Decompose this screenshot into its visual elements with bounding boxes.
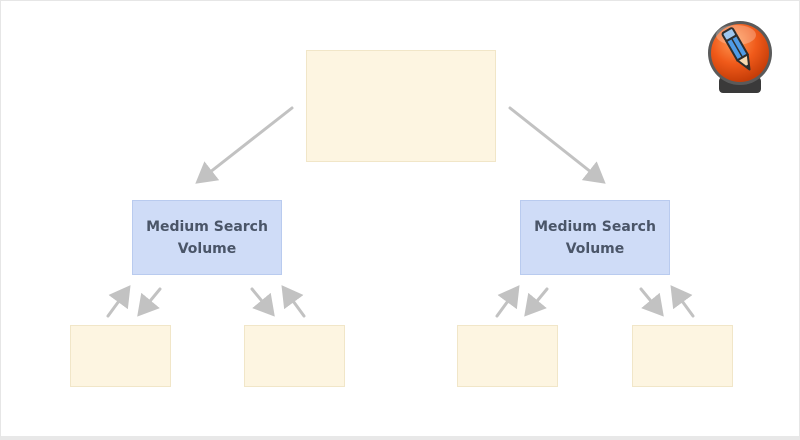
leaf-node-2 xyxy=(244,325,345,387)
root-node xyxy=(306,50,496,162)
pencil-badge-icon xyxy=(708,21,772,93)
leaf-node-1 xyxy=(70,325,171,387)
mid-right-node: Medium Search Volume xyxy=(520,200,670,275)
arrow-root-to-mid-right xyxy=(508,106,606,184)
arrow-leaf3-to-mid-right xyxy=(495,285,520,318)
leaf-node-3 xyxy=(457,325,558,387)
arrow-mid-left-to-leaf2 xyxy=(250,287,275,317)
arrow-mid-right-to-leaf4 xyxy=(639,287,664,317)
arrow-leaf1-to-mid-left xyxy=(106,285,131,318)
mid-left-node: Medium Search Volume xyxy=(132,200,282,275)
arrow-leaf2-to-mid-left xyxy=(281,285,306,318)
arrow-mid-left-to-leaf1 xyxy=(137,287,162,317)
arrow-mid-right-to-leaf3 xyxy=(524,287,549,317)
arrow-root-to-mid-left xyxy=(195,106,294,184)
leaf-node-4 xyxy=(632,325,733,387)
mid-right-label: Medium Search Volume xyxy=(534,218,656,257)
mid-left-label: Medium Search Volume xyxy=(146,218,268,257)
arrow-leaf4-to-mid-right xyxy=(670,285,695,318)
